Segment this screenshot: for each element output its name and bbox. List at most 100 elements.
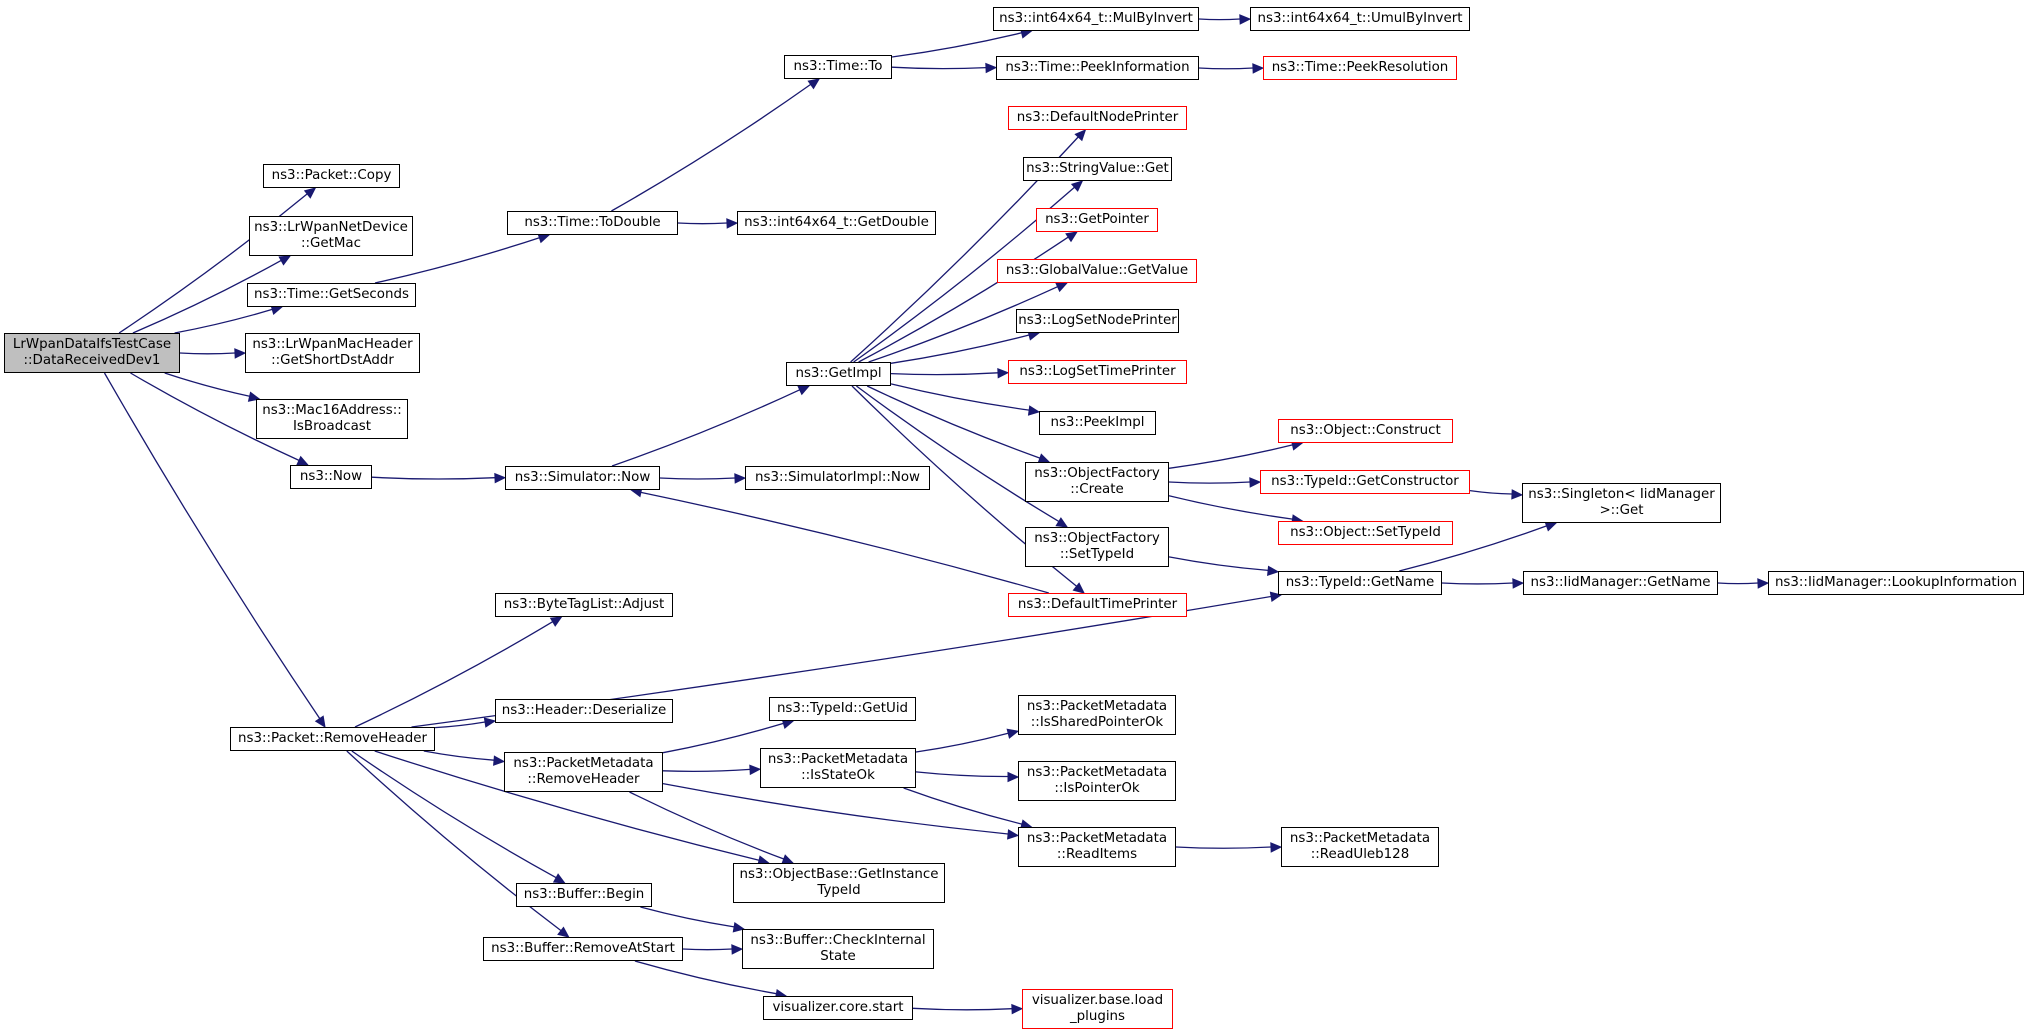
node-getpointer[interactable]: ns3::GetPointer <box>1036 208 1158 232</box>
arrowhead <box>1074 129 1087 142</box>
edge-now-to-sim-now <box>371 472 507 484</box>
node-peekinfo[interactable]: ns3::Time::PeekInformation <box>996 56 1199 80</box>
node-removeheader[interactable]: ns3::Packet::RemoveHeader <box>230 727 435 751</box>
node-typeid-getuid[interactable]: ns3::TypeId::GetUid <box>769 697 916 721</box>
edge-line <box>912 1007 1013 1011</box>
edge-of-create-to-obj-settypeid <box>1168 495 1304 525</box>
edge-removeheader-to-btl-adjust <box>354 616 563 728</box>
node-pm-readuleb[interactable]: ns3::PacketMetadata ::ReadUleb128 <box>1281 827 1439 867</box>
edge-pm-removeheader-to-ob-getinstancetypeid <box>629 791 795 865</box>
node-of-settypeid[interactable]: ns3::ObjectFactory ::SetTypeId <box>1025 527 1169 567</box>
edge-typeid-getconstructor-to-singleton-get <box>1469 489 1524 500</box>
node-pm-issharedptrok[interactable]: ns3::PacketMetadata ::IsSharedPointerOk <box>1018 695 1176 735</box>
node-umulbyinvert[interactable]: ns3::int64x64_t::UmulByInvert <box>1250 7 1470 31</box>
edge-root-to-getmac <box>132 255 292 334</box>
edge-pm-removeheader-to-pm-isstateok <box>662 764 762 776</box>
arrowhead <box>1027 405 1041 416</box>
node-pkt-copy[interactable]: ns3::Packet::Copy <box>263 164 400 188</box>
node-pm-isstateok[interactable]: ns3::PacketMetadata ::IsStateOk <box>760 748 916 788</box>
node-todouble[interactable]: ns3::Time::ToDouble <box>507 211 678 235</box>
arrowhead <box>1252 63 1265 74</box>
edge-line <box>634 960 777 995</box>
arrowhead <box>296 455 310 466</box>
node-ob-getinstancetypeid[interactable]: ns3::ObjectBase::GetInstance TypeId <box>733 863 945 903</box>
node-peekimpl[interactable]: ns3::PeekImpl <box>1039 411 1156 435</box>
edge-root-to-isbroadcast <box>164 372 261 402</box>
node-time-to[interactable]: ns3::Time::To <box>784 55 892 79</box>
node-stringvalue-get[interactable]: ns3::StringValue::Get <box>1023 157 1172 181</box>
node-defnodeprinter[interactable]: ns3::DefaultNodePrinter <box>1008 106 1187 130</box>
node-logsettimeprinter[interactable]: ns3::LogSetTimePrinter <box>1008 360 1187 384</box>
node-getseconds[interactable]: ns3::Time::GetSeconds <box>247 283 416 307</box>
node-pm-isptrok[interactable]: ns3::PacketMetadata ::IsPointerOk <box>1018 761 1176 801</box>
edge-todouble-to-getdouble <box>677 218 739 229</box>
edge-line <box>677 222 728 225</box>
node-buf-checkinternal[interactable]: ns3::Buffer::CheckInternal State <box>742 929 934 969</box>
edge-time-to-to-mulbyinvert <box>891 28 1033 58</box>
node-now[interactable]: ns3::Now <box>290 465 372 489</box>
node-isbroadcast[interactable]: ns3::Mac16Address:: IsBroadcast <box>256 399 408 439</box>
edge-line <box>611 83 812 212</box>
edge-line <box>890 372 999 376</box>
node-logsetnodeprinter[interactable]: ns3::LogSetNodePrinter <box>1016 309 1179 333</box>
node-simimpl-now[interactable]: ns3::SimulatorImpl::Now <box>745 466 930 490</box>
node-iid-lookup[interactable]: ns3::IidManager::LookupInformation <box>1768 571 2024 595</box>
node-typeid-getname[interactable]: ns3::TypeId::GetName <box>1278 571 1442 595</box>
edge-line <box>1198 18 1241 21</box>
edge-buf-begin-to-buf-checkinternal <box>640 906 746 933</box>
arrowhead <box>797 385 811 396</box>
node-obj-construct[interactable]: ns3::Object::Construct <box>1278 419 1453 443</box>
node-getmac[interactable]: ns3::LrWpanNetDevice ::GetMac <box>249 216 413 256</box>
node-typeid-getconstructor[interactable]: ns3::TypeId::GetConstructor <box>1260 470 1470 494</box>
arrowhead <box>997 367 1010 379</box>
node-globalvalue-getvalue[interactable]: ns3::GlobalValue::GetValue <box>997 259 1197 283</box>
arrowhead <box>734 473 747 484</box>
node-mulbyinvert[interactable]: ns3::int64x64_t::MulByInvert <box>993 7 1199 31</box>
node-sim-now[interactable]: ns3::Simulator::Now <box>505 466 660 490</box>
edge-buf-removeatstart-to-buf-checkinternal <box>682 944 744 955</box>
node-buf-begin[interactable]: ns3::Buffer::Begin <box>516 883 652 907</box>
arrowhead <box>985 62 998 74</box>
edge-line <box>915 771 1009 778</box>
node-btl-adjust[interactable]: ns3::ByteTagList::Adjust <box>495 593 673 617</box>
node-obj-settypeid[interactable]: ns3::Object::SetTypeId <box>1278 521 1453 545</box>
node-hdr-deserialize[interactable]: ns3::Header::Deserialize <box>495 699 673 723</box>
node-buf-removeatstart[interactable]: ns3::Buffer::RemoveAtStart <box>483 937 683 961</box>
node-pm-readitems[interactable]: ns3::PacketMetadata ::ReadItems <box>1018 827 1176 867</box>
edge-pm-readitems-to-pm-readuleb <box>1175 842 1283 853</box>
arrowhead <box>1512 578 1525 589</box>
arrowhead <box>1267 565 1280 577</box>
edge-root-to-pkt-copy <box>118 187 317 334</box>
node-iid-getname[interactable]: ns3::IidManager::GetName <box>1523 571 1718 595</box>
edge-line <box>346 750 562 932</box>
node-of-create[interactable]: ns3::ObjectFactory ::Create <box>1025 462 1169 502</box>
node-getimpl[interactable]: ns3::GetImpl <box>786 362 891 386</box>
arrowhead <box>493 755 506 766</box>
edge-line <box>1441 582 1514 585</box>
node-viz-load[interactable]: visualizer.base.load _plugins <box>1022 989 1173 1029</box>
edge-line <box>1469 489 1513 495</box>
edge-line <box>629 791 785 860</box>
node-viz-start[interactable]: visualizer.core.start <box>763 996 913 1020</box>
node-getshortdst[interactable]: ns3::LrWpanMacHeader ::GetShortDstAddr <box>245 333 420 373</box>
arrowhead <box>1006 728 1020 739</box>
edge-typeid-getname-to-iid-getname <box>1441 578 1525 589</box>
edge-todouble-to-time-to <box>611 78 821 212</box>
edge-sim-now-to-getimpl <box>611 385 811 467</box>
node-singleton-get[interactable]: ns3::Singleton< IidManager >::Get <box>1522 483 1721 523</box>
edge-iid-getname-to-iid-lookup <box>1717 578 1770 589</box>
arrowhead <box>1055 517 1069 528</box>
edge-root-to-removeheader <box>103 372 326 729</box>
node-deftimeprinter[interactable]: ns3::DefaultTimePrinter <box>1008 593 1187 617</box>
node-pm-removeheader[interactable]: ns3::PacketMetadata ::RemoveHeader <box>504 752 663 792</box>
arrowhead <box>1544 521 1558 532</box>
arrowhead <box>1511 489 1524 500</box>
edge-removeheader-to-hdr-deserialize <box>434 717 497 729</box>
node-getdouble[interactable]: ns3::int64x64_t::GetDouble <box>737 211 936 235</box>
node-peekres[interactable]: ns3::Time::PeekResolution <box>1263 56 1457 80</box>
arrowhead <box>726 218 739 229</box>
edge-time-to-to-peekinfo <box>891 62 998 74</box>
edge-of-create-to-obj-construct <box>1168 440 1304 469</box>
edge-line <box>1399 525 1547 572</box>
edge-pm-removeheader-to-pm-readitems <box>662 782 1020 840</box>
